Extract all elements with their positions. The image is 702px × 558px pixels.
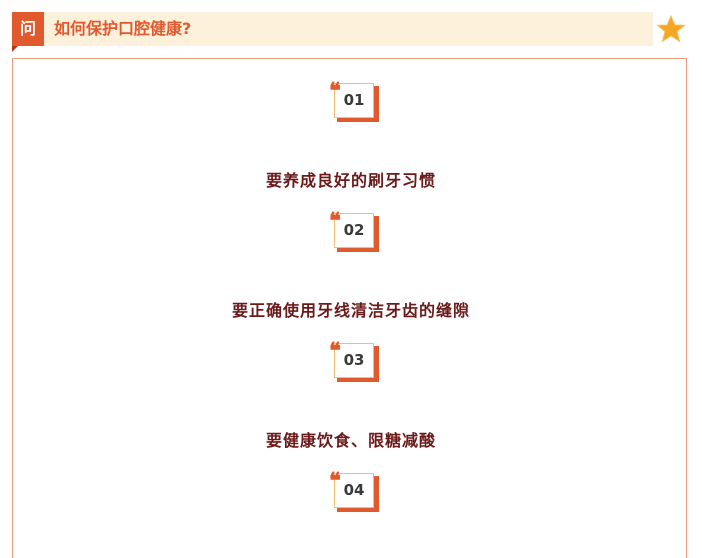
badge-box: [334, 343, 374, 378]
badge-box: [334, 213, 374, 248]
number-badge-04: 04 ❝: [329, 468, 379, 512]
question-header: 问 如何保护口腔健康?: [12, 12, 653, 52]
number-badge-03: 03 ❝: [329, 338, 379, 382]
number-badge-02: 02 ❝: [329, 208, 379, 252]
question-badge: 问: [12, 12, 44, 46]
item-number: 03: [343, 351, 365, 369]
answer-panel: [12, 58, 687, 558]
quote-icon: ❝: [329, 468, 341, 494]
item-text-01: 要养成良好的刷牙习惯: [265, 171, 436, 190]
item-text-03: 要健康饮食、限糖减酸: [265, 431, 436, 450]
number-badge-01: 01 ❝: [329, 78, 379, 122]
item-text-02: 要正确使用牙线清洁牙齿的缝隙: [231, 301, 470, 320]
quote-icon: ❝: [329, 78, 341, 104]
item-number: 02: [343, 221, 365, 239]
badge-box: [334, 473, 374, 508]
question-badge-tail: [12, 46, 18, 52]
badge-box: [334, 83, 374, 118]
star-icon: [656, 14, 686, 43]
quote-icon: ❝: [329, 208, 341, 234]
item-number: 01: [343, 91, 365, 109]
item-number: 04: [343, 481, 365, 499]
quote-icon: ❝: [329, 338, 341, 364]
question-title: 如何保护口腔健康?: [54, 19, 192, 38]
